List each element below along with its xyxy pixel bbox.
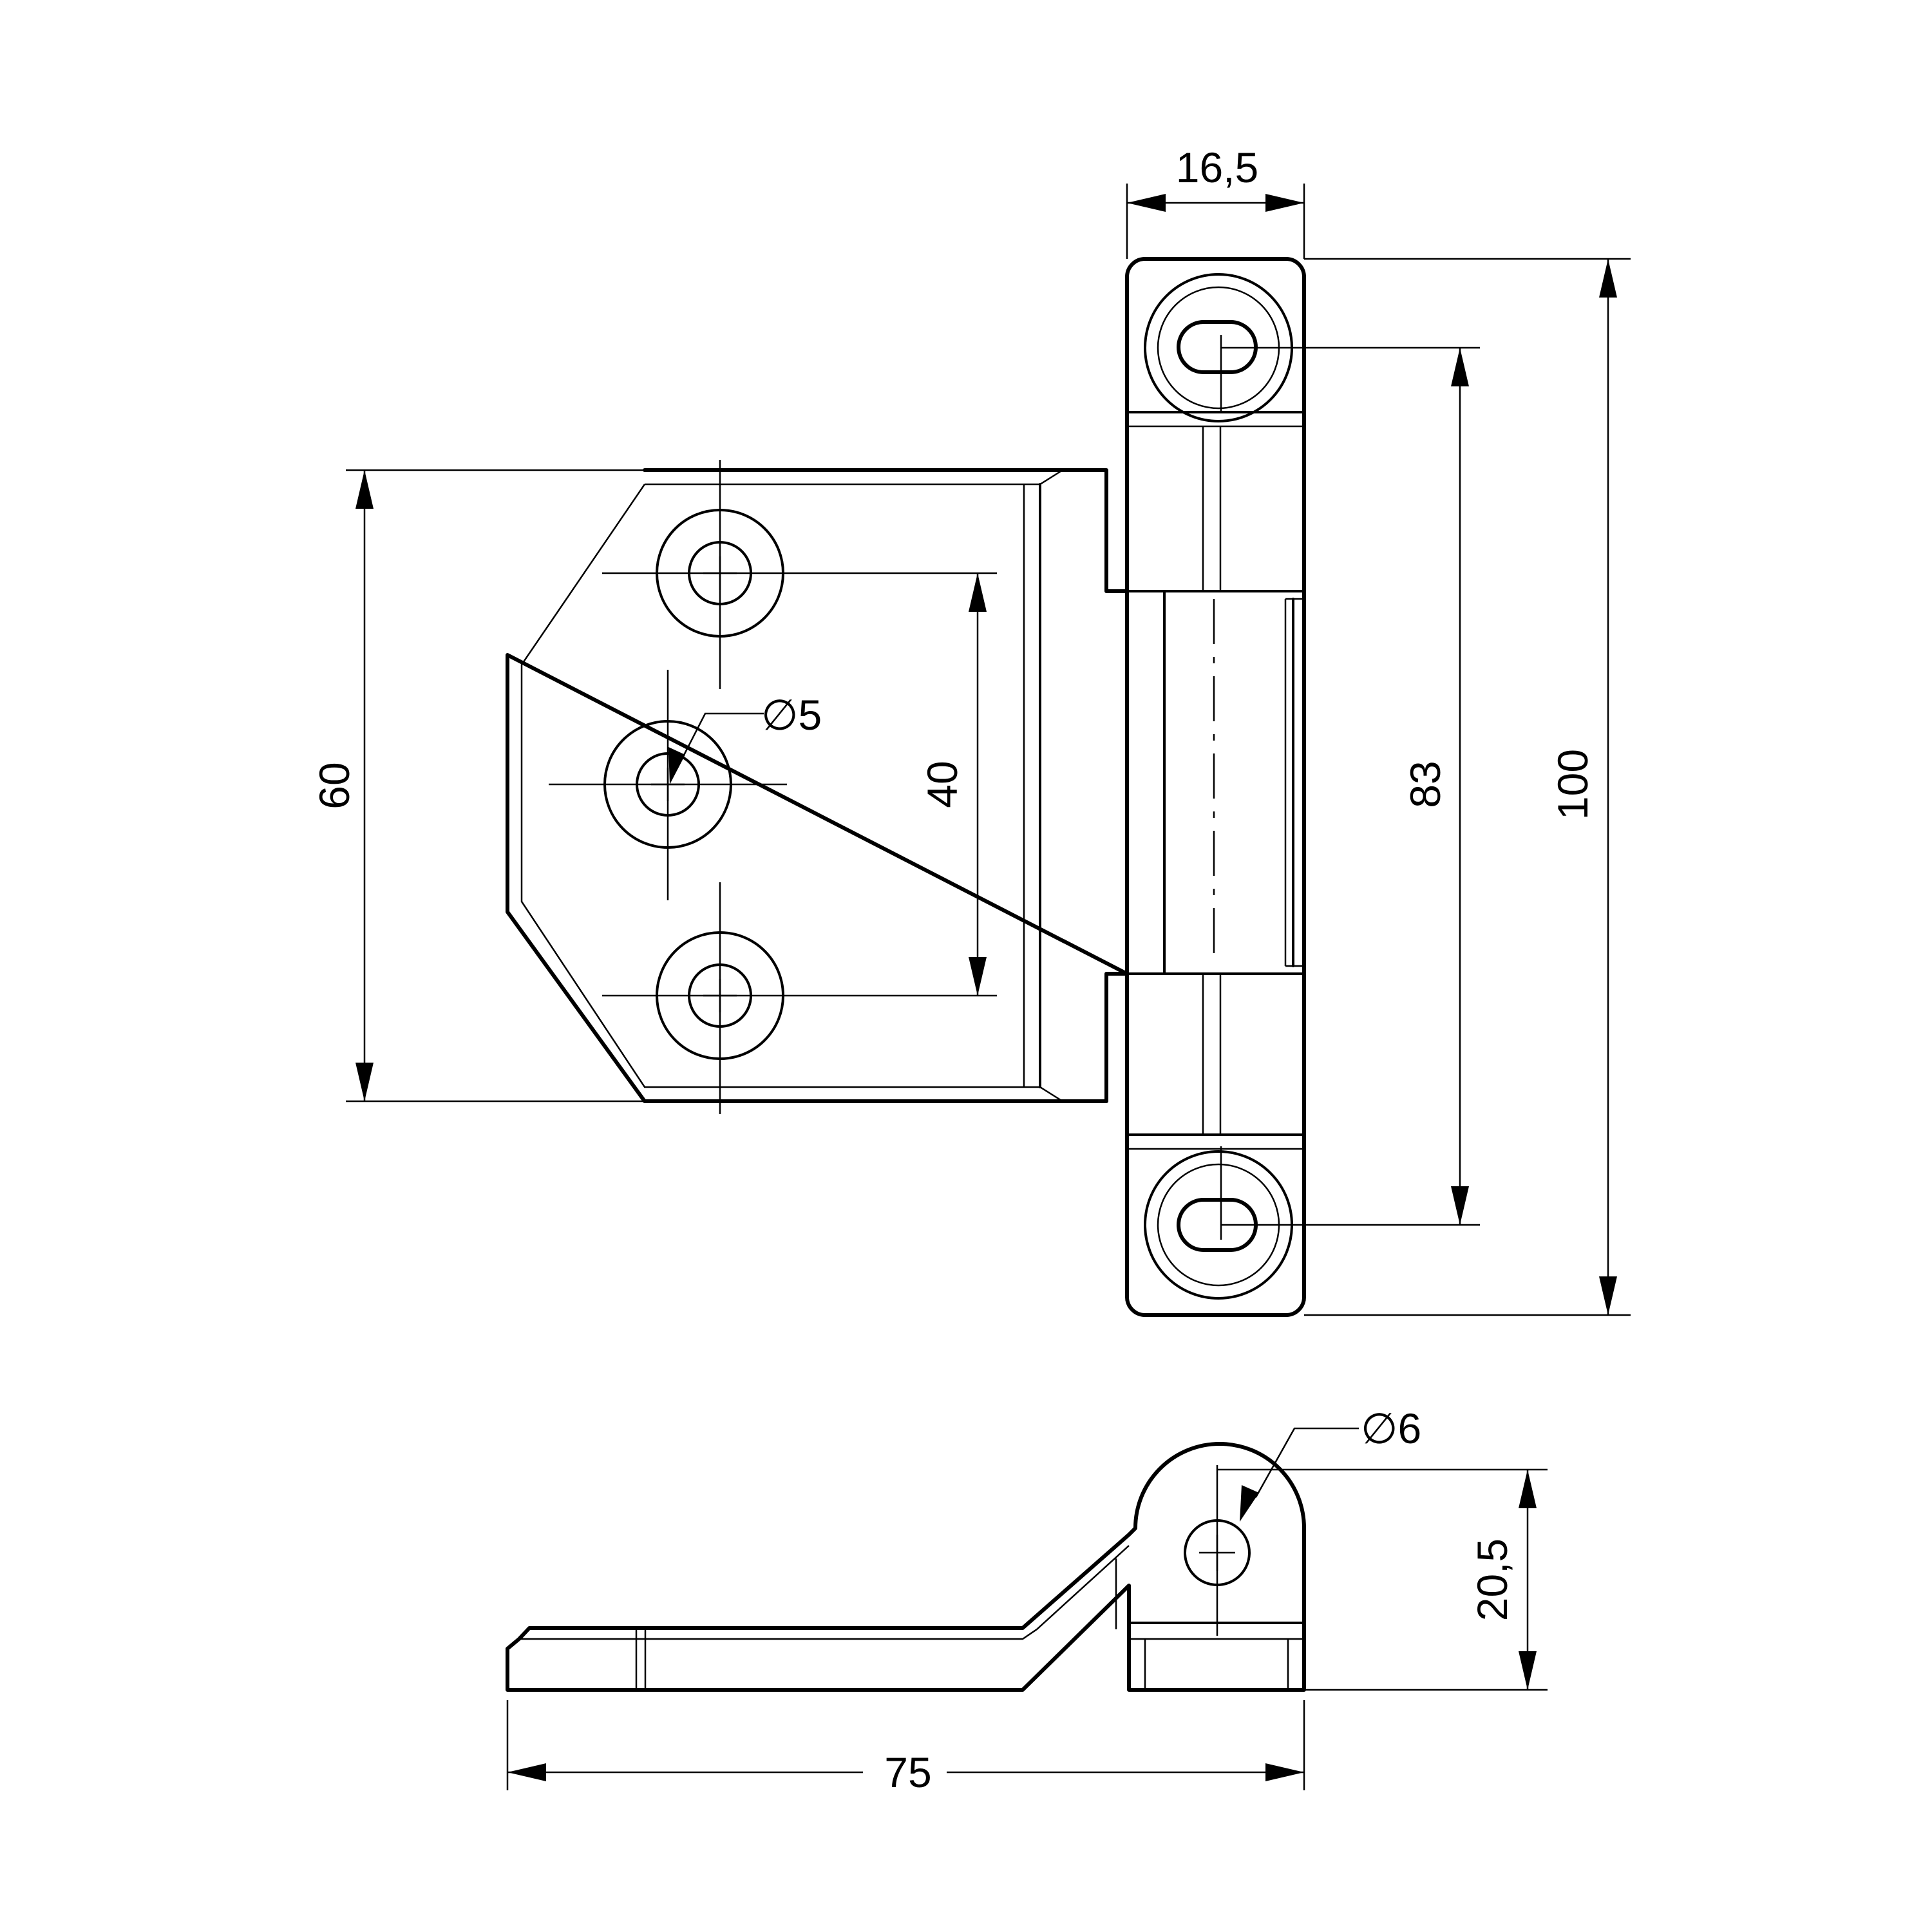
dimension-width-top: 16,5 — [1126, 144, 1305, 259]
label-side-height: 20,5 — [1468, 1539, 1516, 1621]
dimension-hole-diameter: ∅5 — [668, 691, 822, 784]
label-width-top: 16,5 — [1176, 144, 1258, 191]
side-view: ∅6 20,5 75 — [506, 1405, 1548, 1796]
label-overall-length: 75 — [884, 1748, 931, 1796]
label-hole-diameter: ∅5 — [761, 691, 822, 739]
dimension-overall-length: 75 — [506, 1700, 1305, 1796]
leaf-hole-top — [602, 460, 997, 689]
dimension-leaf-height: 60 — [310, 469, 645, 1103]
label-slot-spacing: 83 — [1401, 761, 1449, 808]
lower-slot — [1144, 1146, 1480, 1300]
knuckle-plate — [1125, 257, 1306, 1317]
side-profile — [506, 1442, 1306, 1692]
dimension-overall-height: 100 — [1304, 258, 1631, 1316]
label-hole-spacing: 40 — [918, 761, 966, 808]
leaf-hole-middle — [549, 670, 787, 900]
label-leaf-height: 60 — [310, 762, 358, 809]
top-view: 16,5 60 40 ∅5 83 — [310, 144, 1631, 1317]
upper-slot — [1144, 273, 1480, 422]
dimension-hole-spacing: 40 — [918, 573, 987, 996]
label-overall-height: 100 — [1549, 749, 1596, 820]
pin-hole — [1184, 1465, 1251, 1636]
dimension-side-height: 20,5 — [1217, 1468, 1548, 1691]
leaf-plate — [506, 468, 1129, 1103]
dimension-pin-diameter: ∅6 — [1240, 1405, 1421, 1522]
leaf-hole-bottom — [602, 882, 997, 1114]
label-pin-diameter: ∅6 — [1361, 1405, 1421, 1452]
dimension-slot-spacing: 83 — [1401, 348, 1469, 1225]
